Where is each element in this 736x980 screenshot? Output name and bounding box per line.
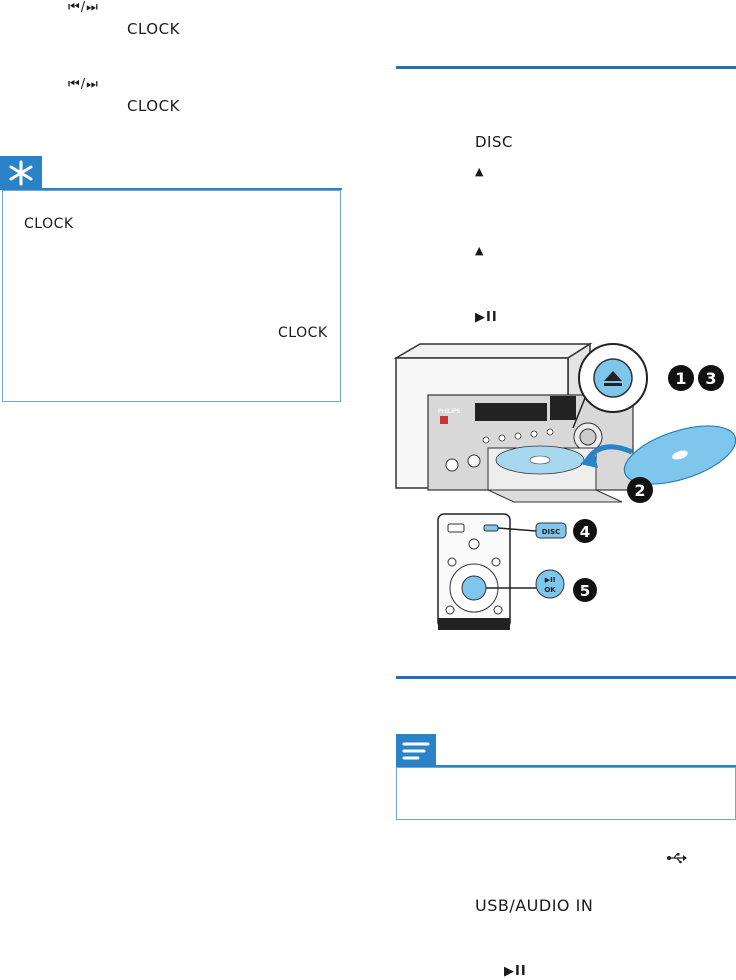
brand-logo: PHILIPS <box>438 408 461 415</box>
disc-loading-illustration: PHILIPS 1 3 2 DISC 4 ▶II OK 5 <box>393 342 736 630</box>
step-number: 1 <box>675 369 686 388</box>
eject-symbol: ▲ <box>475 165 484 178</box>
remote-control <box>437 513 511 630</box>
step-badge-4 <box>573 519 597 543</box>
remote-disc-button <box>535 522 567 539</box>
note-tab <box>396 734 436 767</box>
note-box <box>396 767 736 820</box>
remote-disc-label: DISC <box>542 528 561 536</box>
step-badge-3 <box>698 365 724 391</box>
section-rule <box>396 676 736 679</box>
usb-icon <box>667 853 687 864</box>
note-lines-icon <box>402 742 430 760</box>
remote-play-ok-button <box>535 569 565 599</box>
step-badge-5 <box>573 578 597 602</box>
step-number: 4 <box>580 523 590 541</box>
step-badge-2 <box>627 477 653 503</box>
prev-next-symbol: ⏮/⏭ <box>68 77 99 92</box>
step-number: 3 <box>705 369 716 388</box>
prev-next-symbol: ⏮/⏭ <box>68 0 99 15</box>
usb-audio-in-label: USB/AUDIO IN <box>475 896 594 915</box>
eject-icon <box>604 371 622 381</box>
step-badge-1 <box>668 365 694 391</box>
asterisk-icon <box>9 160 33 186</box>
remote-play-label: ▶II <box>545 576 556 584</box>
section-rule <box>396 66 736 69</box>
tip-tab <box>0 156 42 190</box>
play-pause-symbol: ▶II <box>475 310 498 325</box>
hifi-unit <box>393 342 634 503</box>
remote-ok-label: OK <box>544 586 556 594</box>
step-number: 2 <box>634 481 645 500</box>
eject-symbol: ▲ <box>475 244 484 257</box>
tip-divider <box>42 188 342 190</box>
note-divider <box>436 765 736 767</box>
step-number: 5 <box>580 582 590 600</box>
clock-label: CLOCK <box>127 20 180 38</box>
clock-label: CLOCK <box>127 97 180 115</box>
disc-label: DISC <box>475 133 513 151</box>
tip-box <box>2 190 341 402</box>
tip-clock-label: CLOCK <box>278 325 328 341</box>
play-pause-symbol: ▶II <box>504 964 527 979</box>
tip-clock-label: CLOCK <box>24 216 74 232</box>
